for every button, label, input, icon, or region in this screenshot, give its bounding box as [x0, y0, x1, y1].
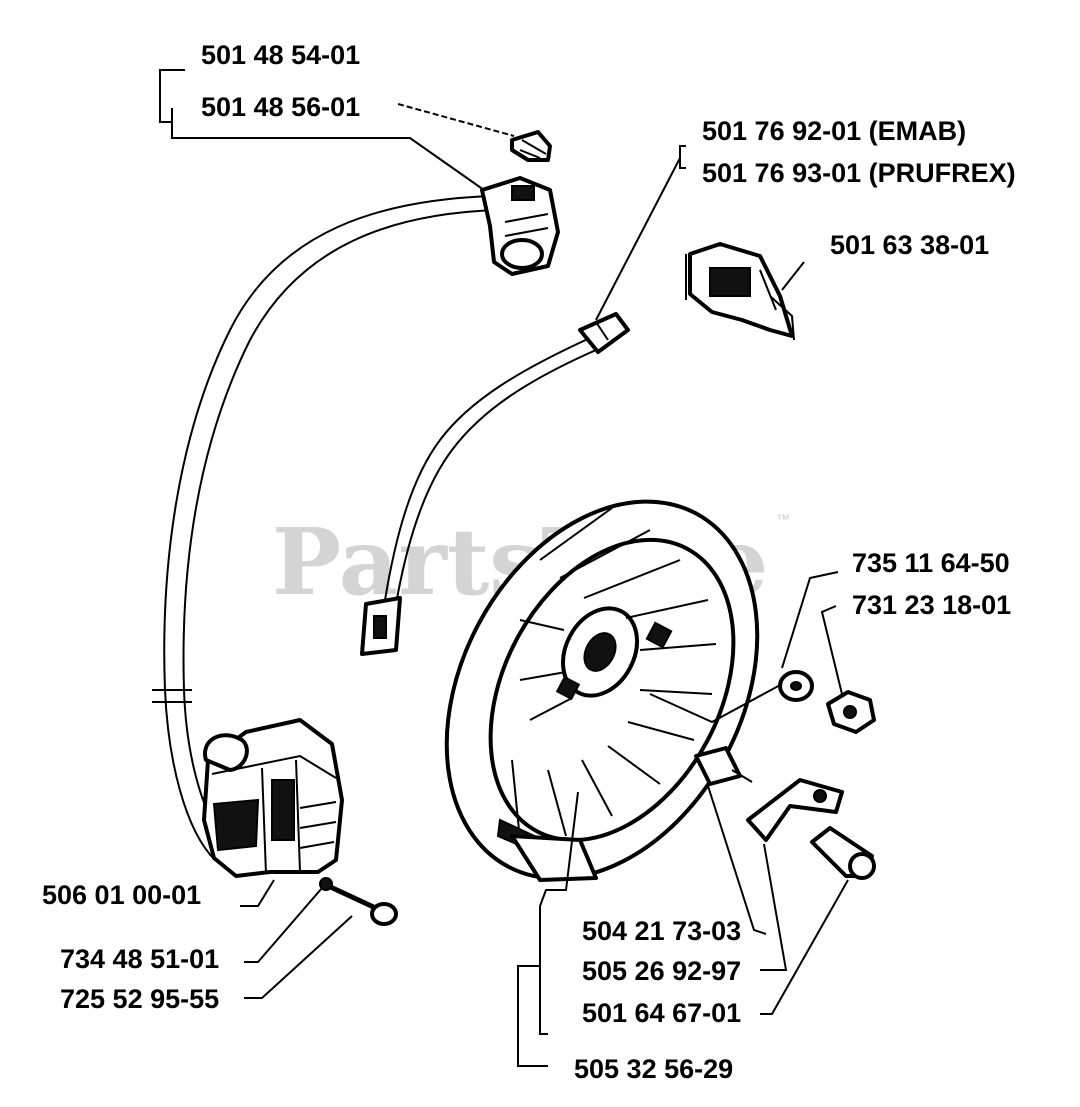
part-labels: 501 48 54-01 501 48 56-01 501 76 92-01 (… [42, 40, 1016, 1084]
part-label: 734 48 51-01 [60, 944, 219, 974]
stop-switch [685, 242, 795, 341]
part-label: 506 01 00-01 [42, 880, 201, 910]
part-label: 501 48 54-01 [201, 40, 360, 70]
starter-pawl [746, 778, 844, 842]
part-label: 731 23 18-01 [852, 590, 1011, 620]
part-label: 501 48 56-01 [201, 92, 360, 122]
ignition-coil-body [202, 718, 344, 878]
part-label: 501 76 92-01 (EMAB) [702, 116, 966, 146]
flywheel-nut [826, 690, 876, 734]
flywheel-washer [778, 670, 814, 702]
coil-screw [319, 877, 398, 926]
short-circuit-cable [360, 312, 630, 656]
spark-plug-cap [480, 176, 560, 276]
ignition-coil-assembly [152, 130, 560, 926]
part-label: 505 32 56-29 [574, 1054, 733, 1084]
part-label: 504 21 73-03 [582, 916, 741, 946]
part-label: 501 64 67-01 [582, 998, 741, 1028]
spark-plug-spring [510, 130, 552, 162]
leader-lines [159, 69, 849, 1067]
pawl-spring [694, 746, 753, 786]
part-label: 501 76 93-01 (PRUFREX) [702, 158, 1016, 188]
pawl-bolt [810, 826, 876, 880]
part-label: 725 52 95-55 [60, 984, 219, 1014]
watermark-trademark: ™ [776, 511, 790, 527]
part-label: 735 11 64-50 [852, 548, 1010, 578]
part-label: 501 63 38-01 [830, 230, 989, 260]
flywheel [444, 499, 760, 882]
part-label: 505 26 92-97 [582, 956, 741, 986]
